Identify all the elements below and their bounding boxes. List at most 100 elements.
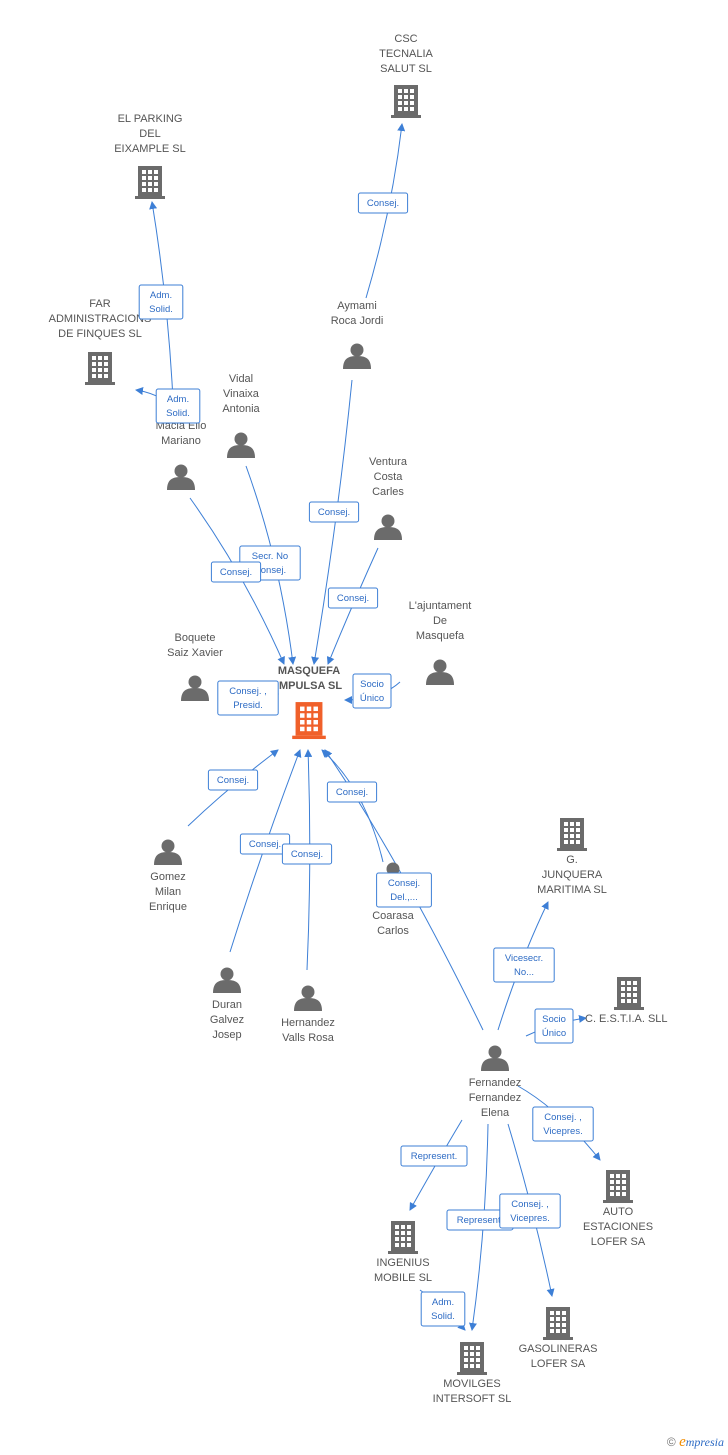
edge-label-boquete-to-masquefa[interactable]: Consej. ,Presid. (217, 680, 279, 716)
edge-label-box (499, 1193, 561, 1229)
person-icon (426, 659, 454, 685)
node-label: Elena (481, 1107, 510, 1119)
edge-label-aymami-to-csc[interactable]: Consej. (357, 192, 409, 214)
edge-label-box (357, 192, 409, 214)
edge-label-fernandez-to-masquefa[interactable]: Consej. Del.,... (376, 872, 432, 908)
edge-label-box (327, 587, 379, 609)
edge-label-text: No... (514, 967, 534, 978)
node-label: Valls Rosa (282, 1032, 335, 1044)
empresia-logo[interactable]: empresia (679, 1434, 724, 1450)
edge-label-ramon-to-parking[interactable]: Adm.Solid. (138, 284, 184, 320)
edge-label-text: Vicesecr. (505, 953, 543, 964)
node-label: De (433, 615, 447, 627)
node-label: L'ajuntament (409, 600, 472, 612)
edge-label-text: Único (542, 1028, 566, 1039)
person-icon (343, 343, 371, 369)
node-cestia[interactable]: C. E.S.T.I.A. SLL (585, 977, 668, 1025)
edge-label-fernandez-to-gasolineras[interactable]: Consej. , Vicepres. (499, 1193, 561, 1229)
edge-label-text: Adm. (432, 1297, 454, 1308)
node-label: FAR (89, 298, 110, 310)
node-label: Coarasa (372, 910, 414, 922)
edge-label-text: Solid. (149, 304, 173, 315)
edge-label-text: Represent. (411, 1151, 457, 1162)
edge-label-text: Consej. (254, 565, 286, 576)
node-label: Antonia (222, 403, 260, 415)
node-label: Roca Jordi (331, 315, 384, 327)
edge-label-text: Vicepres. (510, 1213, 549, 1224)
edge-label-gomez-to-masquefa[interactable]: Consej. (207, 769, 259, 791)
edge-label-text: Adm. (167, 394, 189, 405)
node-label: Vidal (229, 373, 253, 385)
edge-label-box (308, 501, 360, 523)
edge-label-box (217, 680, 279, 716)
edge-label-ingenius-to-movilges[interactable]: Adm.Solid. (420, 1291, 466, 1327)
person-icon (374, 514, 402, 540)
edge-label-text: Consej. (367, 198, 399, 209)
edge-label-hernandez-to-masquefa[interactable]: Consej. (281, 843, 333, 865)
node-label: C. E.S.T.I.A. SLL (585, 1013, 668, 1025)
node-label: Josep (212, 1029, 241, 1041)
node-label: CSC (394, 33, 417, 45)
person-icon (227, 432, 255, 458)
node-label: Masquefa (416, 630, 465, 642)
node-label: ESTACIONES (583, 1221, 653, 1233)
edge-label-coarasa-to-masquefa[interactable]: Consej. (326, 781, 378, 803)
building-icon (457, 1342, 487, 1375)
node-label: Gomez (150, 871, 185, 883)
edge-label-aymami-to-masquefa[interactable]: Consej. (308, 501, 360, 523)
node-label: Duran (212, 999, 242, 1011)
node-label: Enrique (149, 901, 187, 913)
node-label: EIXAMPLE SL (114, 143, 186, 155)
node-label: IMPULSA SL (276, 680, 342, 692)
node-label: Fernandez (469, 1077, 522, 1089)
edge-label-text: Represent. (457, 1215, 503, 1226)
edge-label-fernandez-to-autoest[interactable]: Consej. ,Vicepres. (532, 1106, 594, 1142)
edge-label-ventura-to-masquefa[interactable]: Consej. (327, 587, 379, 609)
edge-label-text: Consej. , (511, 1199, 549, 1210)
person-icon (294, 985, 322, 1011)
edge-label-box (493, 947, 555, 983)
edge-label-ramon-to-masquefa[interactable]: Consej. (210, 561, 262, 583)
node-label: INTERSOFT SL (433, 1393, 512, 1405)
edge-label-box (210, 561, 262, 583)
person-icon (213, 967, 241, 993)
edge-label-text: Del.,... (390, 892, 417, 903)
edge-label-text: Consej. (249, 839, 281, 850)
node-label: MARITIMA SL (537, 884, 607, 896)
edge-label-fernandez-to-gjunquera[interactable]: Vicesecr. No... (493, 947, 555, 983)
node-label: Vinaixa (223, 388, 260, 400)
node-label: ADMINISTRACIONS (49, 313, 152, 325)
edge-label-box (534, 1008, 574, 1044)
edge-label-ramon-to-far[interactable]: Adm.Solid. (155, 388, 201, 424)
edge-label-text: Consej. (318, 507, 350, 518)
node-label: JUNQUERA (542, 869, 603, 881)
node-label: DEL (139, 128, 160, 140)
edge-label-text: Consej. (388, 878, 420, 889)
building-icon (391, 85, 421, 118)
node-label: GASOLINERAS (519, 1343, 598, 1355)
copyright-symbol: © (666, 1435, 676, 1449)
person-icon (167, 464, 195, 490)
edge-label-text: Único (360, 693, 384, 704)
edge-label-fernandez-to-ingenius[interactable]: Represent. (400, 1145, 468, 1167)
